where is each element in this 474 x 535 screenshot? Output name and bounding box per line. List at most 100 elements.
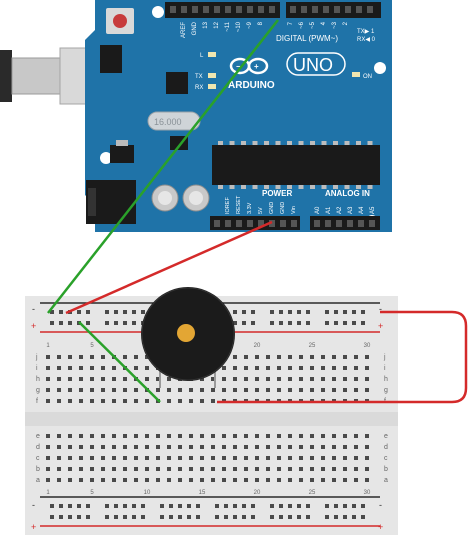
breadboard-hole[interactable] (343, 355, 347, 359)
breadboard-hole[interactable] (77, 310, 81, 314)
header-pin[interactable] (369, 220, 375, 227)
breadboard-hole[interactable] (112, 399, 116, 403)
breadboard-hole[interactable] (77, 515, 81, 519)
breadboard-hole[interactable] (141, 515, 145, 519)
breadboard-hole[interactable] (365, 434, 369, 438)
breadboard-hole[interactable] (266, 388, 270, 392)
breadboard-hole[interactable] (310, 377, 314, 381)
breadboard-hole[interactable] (123, 478, 127, 482)
breadboard-hole[interactable] (325, 321, 329, 325)
breadboard-hole[interactable] (224, 504, 228, 508)
breadboard-hole[interactable] (141, 504, 145, 508)
header-pin[interactable] (258, 6, 264, 13)
breadboard-hole[interactable] (90, 355, 94, 359)
breadboard-hole[interactable] (334, 321, 338, 325)
breadboard-hole[interactable] (334, 310, 338, 314)
header-pin[interactable] (367, 6, 373, 13)
breadboard-hole[interactable] (343, 377, 347, 381)
breadboard-hole[interactable] (233, 434, 237, 438)
breadboard-hole[interactable] (233, 321, 237, 325)
breadboard-hole[interactable] (90, 456, 94, 460)
breadboard-hole[interactable] (145, 456, 149, 460)
breadboard-hole[interactable] (112, 456, 116, 460)
breadboard-hole[interactable] (90, 478, 94, 482)
breadboard-hole[interactable] (167, 456, 171, 460)
breadboard-hole[interactable] (343, 445, 347, 449)
breadboard-hole[interactable] (211, 478, 215, 482)
breadboard-hole[interactable] (134, 366, 138, 370)
breadboard-hole[interactable] (211, 445, 215, 449)
breadboard-hole[interactable] (251, 321, 255, 325)
breadboard-hole[interactable] (200, 467, 204, 471)
breadboard-hole[interactable] (189, 445, 193, 449)
breadboard-hole[interactable] (255, 377, 259, 381)
breadboard-hole[interactable] (145, 478, 149, 482)
breadboard-hole[interactable] (306, 321, 310, 325)
breadboard-hole[interactable] (156, 467, 160, 471)
breadboard-hole[interactable] (114, 310, 118, 314)
breadboard-hole[interactable] (59, 321, 63, 325)
breadboard-hole[interactable] (332, 456, 336, 460)
breadboard-hole[interactable] (211, 388, 215, 392)
breadboard-hole[interactable] (46, 467, 50, 471)
breadboard-hole[interactable] (200, 434, 204, 438)
breadboard-hole[interactable] (288, 434, 292, 438)
breadboard-hole[interactable] (68, 515, 72, 519)
breadboard-hole[interactable] (189, 388, 193, 392)
breadboard-hole[interactable] (222, 388, 226, 392)
breadboard-hole[interactable] (251, 504, 255, 508)
breadboard-hole[interactable] (299, 377, 303, 381)
breadboard-hole[interactable] (277, 456, 281, 460)
breadboard-hole[interactable] (277, 434, 281, 438)
breadboard-hole[interactable] (299, 456, 303, 460)
breadboard-hole[interactable] (123, 355, 127, 359)
breadboard-hole[interactable] (288, 445, 292, 449)
breadboard-hole[interactable] (222, 366, 226, 370)
breadboard-hole[interactable] (178, 515, 182, 519)
breadboard-hole[interactable] (101, 434, 105, 438)
breadboard-hole[interactable] (233, 445, 237, 449)
breadboard-hole[interactable] (297, 310, 301, 314)
breadboard-hole[interactable] (90, 366, 94, 370)
header-pin[interactable] (269, 6, 275, 13)
breadboard-hole[interactable] (59, 504, 63, 508)
breadboard-hole[interactable] (178, 504, 182, 508)
breadboard-hole[interactable] (123, 434, 127, 438)
breadboard-hole[interactable] (123, 515, 127, 519)
breadboard-hole[interactable] (90, 399, 94, 403)
breadboard-hole[interactable] (343, 366, 347, 370)
breadboard-hole[interactable] (200, 377, 204, 381)
breadboard-hole[interactable] (266, 377, 270, 381)
breadboard-hole[interactable] (114, 515, 118, 519)
breadboard-hole[interactable] (332, 377, 336, 381)
breadboard-hole[interactable] (233, 504, 237, 508)
breadboard-hole[interactable] (112, 478, 116, 482)
breadboard-hole[interactable] (178, 445, 182, 449)
breadboard-hole[interactable] (145, 377, 149, 381)
breadboard-hole[interactable] (288, 515, 292, 519)
breadboard-hole[interactable] (321, 377, 325, 381)
breadboard-hole[interactable] (105, 321, 109, 325)
breadboard-hole[interactable] (90, 434, 94, 438)
breadboard-hole[interactable] (105, 310, 109, 314)
header-pin[interactable] (301, 6, 307, 13)
breadboard-hole[interactable] (101, 355, 105, 359)
breadboard-hole[interactable] (68, 456, 72, 460)
breadboard-hole[interactable] (354, 355, 358, 359)
breadboard-hole[interactable] (112, 434, 116, 438)
breadboard-hole[interactable] (112, 366, 116, 370)
breadboard-hole[interactable] (211, 467, 215, 471)
breadboard-hole[interactable] (244, 434, 248, 438)
breadboard-hole[interactable] (266, 355, 270, 359)
breadboard-hole[interactable] (46, 456, 50, 460)
breadboard-hole[interactable] (215, 515, 219, 519)
breadboard-hole[interactable] (251, 310, 255, 314)
breadboard-hole[interactable] (145, 355, 149, 359)
breadboard-hole[interactable] (321, 355, 325, 359)
breadboard-hole[interactable] (233, 388, 237, 392)
breadboard-hole[interactable] (242, 515, 246, 519)
breadboard-hole[interactable] (101, 377, 105, 381)
breadboard-hole[interactable] (332, 355, 336, 359)
breadboard-hole[interactable] (200, 445, 204, 449)
breadboard-hole[interactable] (222, 478, 226, 482)
